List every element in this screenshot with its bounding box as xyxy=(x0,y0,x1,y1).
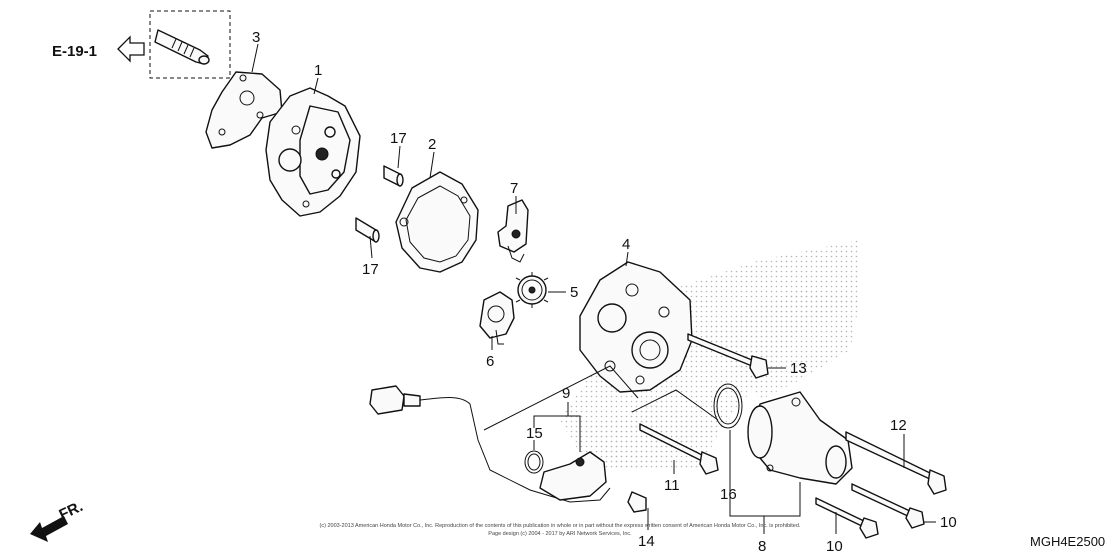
shaft-detail-box xyxy=(149,10,231,79)
bracket-7 xyxy=(497,199,529,263)
callout-6[interactable]: 6 xyxy=(486,353,494,370)
cover-1 xyxy=(265,87,361,217)
sensor-9 xyxy=(369,385,611,503)
motor-8 xyxy=(747,391,853,485)
dowel-pin-17-upper xyxy=(383,165,404,187)
bolt-12 xyxy=(845,431,947,495)
o-ring-15 xyxy=(524,450,544,474)
front-indicator: FR. xyxy=(30,498,86,542)
copyright-notice: (c) 2003-2013 American Honda Motor Co., … xyxy=(320,523,801,537)
callout-13[interactable]: 13 xyxy=(790,360,807,377)
o-ring-16 xyxy=(713,383,743,429)
copyright-line-2: Page design (c) 2004 - 2017 by ARI Netwo… xyxy=(488,531,632,537)
dowel-pin-17-lower xyxy=(355,217,380,243)
gasket-3 xyxy=(205,71,283,149)
callout-11[interactable]: 11 xyxy=(664,477,680,494)
gasket-2 xyxy=(395,171,479,273)
gearcase-4 xyxy=(579,261,693,393)
bolt-10-lower xyxy=(815,497,879,539)
callout-5[interactable]: 5 xyxy=(570,284,578,301)
callout-2[interactable]: 2 xyxy=(428,136,436,153)
hollow-left-arrow-icon xyxy=(117,35,145,63)
callout-3[interactable]: 3 xyxy=(252,29,260,46)
diagram-code: MGH4E2500 xyxy=(1030,534,1105,549)
callout-8[interactable]: 8 xyxy=(758,538,766,555)
callout-16[interactable]: 16 xyxy=(720,486,737,503)
gear-5 xyxy=(515,272,549,308)
callout-10-bottom[interactable]: 10 xyxy=(826,538,843,555)
reference-code[interactable]: E-19-1 xyxy=(52,43,97,60)
copyright-line-1: (c) 2003-2013 American Honda Motor Co., … xyxy=(320,523,801,529)
reference-link[interactable]: E-19-1 xyxy=(52,35,145,63)
callout-17-lower[interactable]: 17 xyxy=(362,261,379,278)
front-label: FR. xyxy=(57,498,86,524)
bolt-13 xyxy=(687,333,769,379)
diagonal-arrow-icon xyxy=(30,516,68,542)
callout-7[interactable]: 7 xyxy=(510,180,518,197)
callout-1[interactable]: 1 xyxy=(314,62,322,79)
callout-4[interactable]: 4 xyxy=(622,236,630,253)
bolt-11 xyxy=(639,423,719,475)
callout-10-right[interactable]: 10 xyxy=(940,514,957,531)
callout-14[interactable]: 14 xyxy=(638,533,655,550)
gear-6 xyxy=(479,291,515,345)
bolt-14 xyxy=(627,491,647,513)
callout-17-upper[interactable]: 17 xyxy=(390,130,407,147)
callout-9[interactable]: 9 xyxy=(562,385,570,402)
callout-12[interactable]: 12 xyxy=(890,417,907,434)
callout-15[interactable]: 15 xyxy=(526,425,543,442)
leader-lines xyxy=(251,43,936,534)
callout-numbers: 3 1 2 17 17 7 5 6 4 13 12 10 10 11 14 16… xyxy=(252,29,957,555)
bolt-10-upper xyxy=(851,483,925,529)
